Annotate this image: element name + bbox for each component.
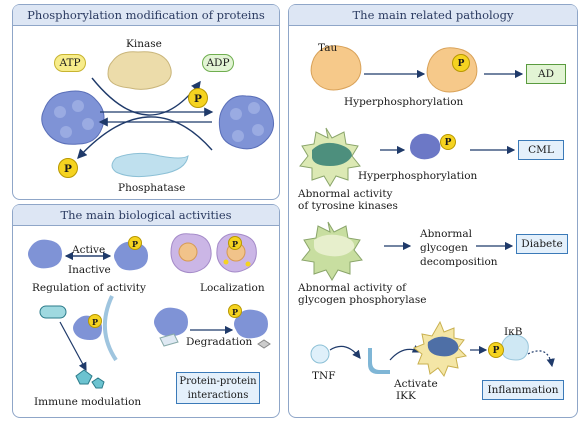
regulation-protein-right [114,241,148,271]
hyperphosphorylation-label-1: Hyperphosphorylation [344,96,464,108]
degradation-protein-right [234,309,271,349]
kinase-label: Kinase [126,38,162,50]
phosphorylation-panel-title: Phosphorylation modification of proteins [13,5,279,26]
protein-right-icon [218,95,274,150]
atp-badge: ATP [54,54,86,72]
localization-cell-left [170,233,212,274]
biological-activities-panel-title: The main biological activities [13,205,279,226]
phosphate-badge-ikb: P [488,342,504,358]
tau-phospho-icon [426,47,478,93]
phosphate-badge-top-right: P [188,88,208,108]
tnf-label: TNF [312,370,336,382]
kinase-blob [107,51,172,90]
phosphate-badge-tau: P [452,54,470,72]
immune-modulation-label: Immune modulation [34,396,142,408]
regulation-protein-left [28,239,62,269]
bacterium-icon [39,305,67,319]
tyrosine-kinase-label-line1: Abnormal activity [298,188,393,200]
localization-label: Localization [200,282,265,294]
phosphatase-label: Phosphatase [118,182,186,194]
ikb-label: IκB [504,326,523,338]
degradation-label: Degradation [186,336,253,348]
pathology-panel-title: The main related pathology [289,5,577,26]
tnf-icon [310,344,330,364]
glycogen-label-line1: Abnormal [420,228,472,240]
glycogen-phosphorylase-label-line1: Abnormal activity of [298,282,407,294]
hyperphosphorylation-label-2: Hyperphosphorylation [358,170,478,182]
ikk-label: IKK [396,390,416,402]
phosphate-badge-bottom-left: P [58,158,78,178]
degradation-protein-left [154,307,188,347]
ad-box: AD [526,64,566,84]
tnf-receptor-icon [368,348,390,374]
phosphate-badge-degradation: P [228,304,242,318]
glycogen-phosphorylase-label-line2: glycogen phosphorylase [298,294,427,306]
adp-badge: ADP [202,54,234,72]
immune-fragment-icon [75,369,105,389]
tyrosine-kinase-label-line2: of tyrosine kinases [298,200,398,212]
glycogen-label-line3: decomposition [420,256,498,268]
cml-receptor-icon [410,133,441,160]
tau-protein-icon [310,45,362,91]
diabete-box: Diabete [516,234,568,254]
ppi-box: Protein-protein interactions [176,372,260,404]
phosphate-badge-localization: P [228,236,242,250]
phosphatase-shape [111,152,189,178]
regulation-label: Regulation of activity [32,282,146,294]
activate-label: Activate [394,378,438,390]
phosphate-badge-immune: P [88,314,102,328]
inactive-label: Inactive [68,264,111,276]
membrane-curve [102,295,118,362]
cml-box: CML [518,140,564,160]
phosphate-badge-regulation: P [128,236,142,250]
tau-label: Tau [318,42,338,54]
protein-left-icon [41,90,105,145]
glycogen-label-line2: glycogen [420,242,468,254]
inflammation-box: Inflammation [482,380,564,400]
active-label: Active [72,244,106,256]
ikb-protein-icon [500,334,529,361]
phosphate-badge-cml: P [440,134,456,150]
phosphatase-arc-arrow [77,116,213,160]
